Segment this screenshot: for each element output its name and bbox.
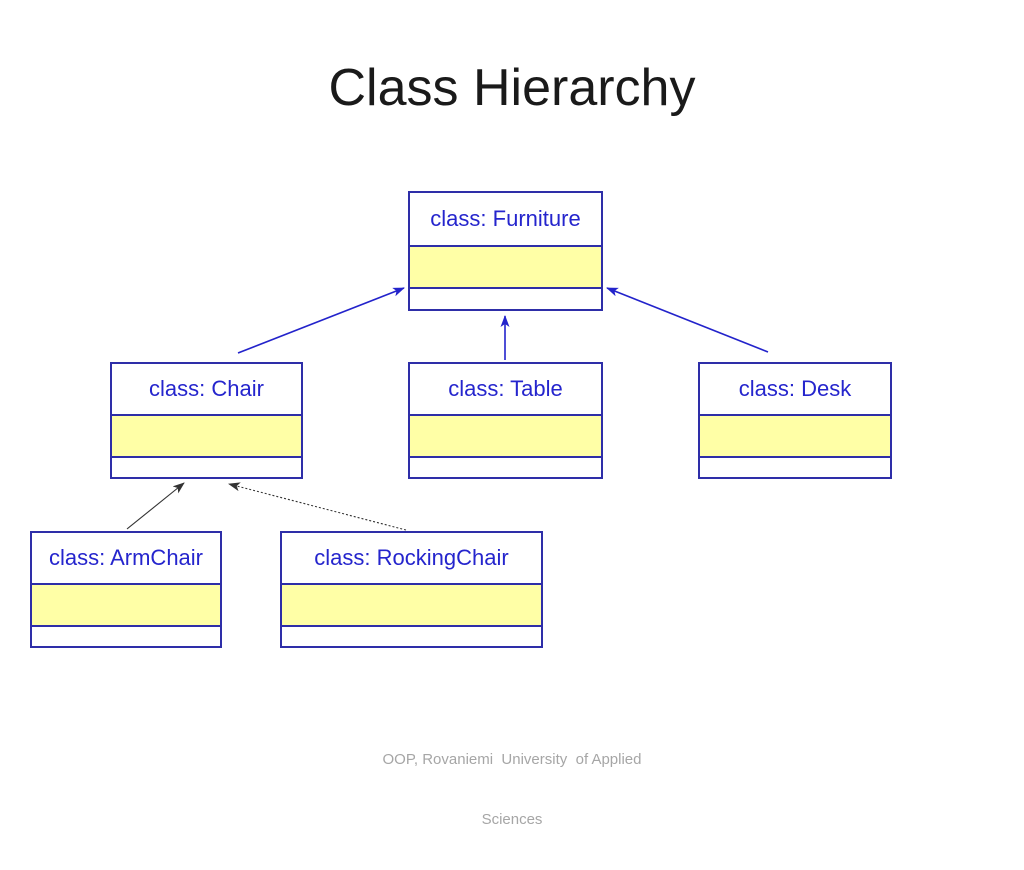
class-box-table: class: Table: [408, 362, 603, 479]
slide-title: Class Hierarchy: [328, 59, 696, 117]
footer-line-1: OOP, Rovaniemi University of Applied: [382, 751, 642, 768]
slide: Class Hierarchy class: Furniture class: …: [30, 59, 892, 828]
class-box-rockingchair: class: RockingChair: [280, 531, 543, 648]
arrow-rockingchair-to-chair: [228, 482, 407, 531]
slide-footer: OOP, Rovaniemi University of Applied Sci…: [0, 710, 1024, 870]
class-name-compartment: class: Table: [410, 364, 601, 414]
class-name-compartment: class: RockingChair: [282, 533, 541, 583]
attributes-compartment: [282, 583, 541, 627]
attributes-compartment: [700, 414, 890, 458]
operations-compartment: [32, 627, 220, 646]
class-box-desk: class: Desk: [698, 362, 892, 479]
class-box-armchair: class: ArmChair: [30, 531, 222, 648]
arrow-chair-to-furniture: [237, 287, 405, 354]
class-name-compartment: class: Chair: [112, 364, 301, 414]
operations-compartment: [410, 289, 601, 309]
class-name-compartment: class: Furniture: [410, 193, 601, 245]
attributes-compartment: [410, 414, 601, 458]
class-name-compartment: class: Desk: [700, 364, 890, 414]
footer-line-2: Sciences: [481, 811, 543, 828]
operations-compartment: [700, 458, 890, 477]
arrow-desk-to-furniture: [606, 287, 769, 353]
operations-compartment: [410, 458, 601, 477]
attributes-compartment: [32, 583, 220, 627]
operations-compartment: [112, 458, 301, 477]
class-box-furniture: class: Furniture: [408, 191, 603, 311]
arrow-armchair-to-chair: [126, 482, 185, 530]
attributes-compartment: [410, 245, 601, 289]
operations-compartment: [282, 627, 541, 646]
class-name-compartment: class: ArmChair: [32, 533, 220, 583]
attributes-compartment: [112, 414, 301, 458]
class-box-chair: class: Chair: [110, 362, 303, 479]
